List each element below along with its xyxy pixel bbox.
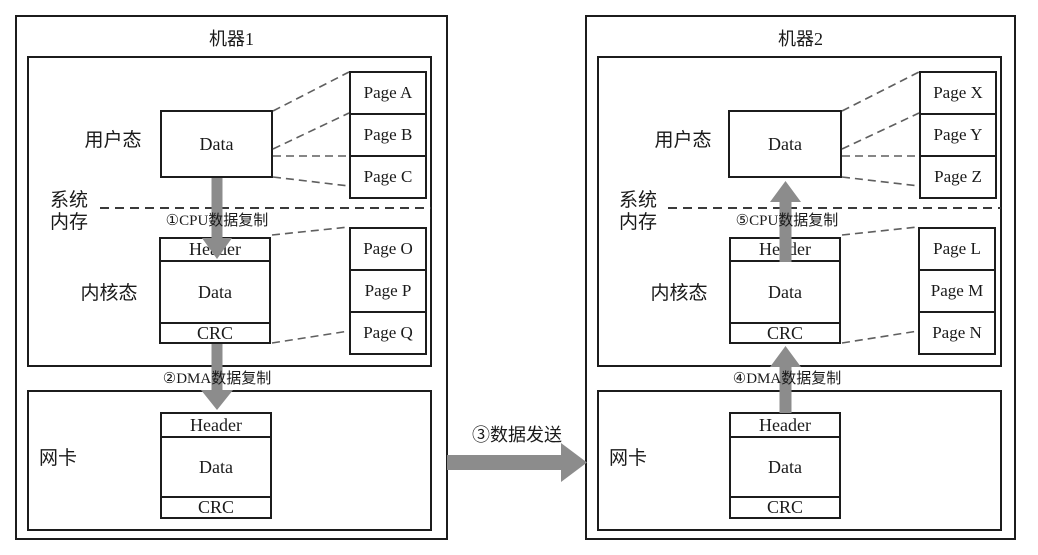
- kernel-header-cell: Header: [159, 237, 271, 262]
- data-send-label: ③数据发送: [472, 425, 562, 445]
- machine2-nic-label: 网卡: [608, 448, 647, 469]
- machine2-dma-copy-label: ④DMA数据复制: [732, 371, 842, 387]
- machine1-panel: [15, 15, 448, 540]
- page-cell: Page Q: [349, 311, 427, 355]
- page-cell: Page L: [918, 227, 996, 271]
- nic-header-cell: Header: [729, 412, 841, 438]
- machine1-kernel-stack: Header Data CRC: [159, 237, 271, 344]
- nic-crc-cell: CRC: [729, 496, 841, 519]
- nic-header-cell: Header: [160, 412, 272, 438]
- kernel-data-cell: Data: [159, 260, 271, 324]
- page-cell: Page P: [349, 269, 427, 313]
- machine1-cpu-copy-label: ①CPU数据复制: [165, 213, 269, 229]
- machine1-user-mode-label: 用户态: [84, 130, 142, 151]
- kernel-data-cell: Data: [729, 260, 841, 324]
- machine2-user-mode-label: 用户态: [654, 130, 712, 151]
- page-cell: Page C: [349, 155, 427, 199]
- machine2-kernel-stack: Header Data CRC: [729, 237, 841, 344]
- page-cell: Page Z: [919, 155, 997, 199]
- nic-crc-cell: CRC: [160, 496, 272, 519]
- page-cell: Page N: [918, 311, 996, 355]
- machine2-nic-stack: Header Data CRC: [729, 412, 841, 519]
- machine2-user-pages: Page X Page Y Page Z: [919, 71, 997, 199]
- machine1-title: 机器1: [209, 29, 254, 49]
- machine1-memory-label-line2: 内存: [49, 212, 88, 233]
- machine1-memory-label: 系统 内存: [46, 190, 92, 234]
- machine1-kernel-pages: Page O Page P Page Q: [349, 227, 427, 355]
- page-cell: Page A: [349, 71, 427, 115]
- machine2-user-data-box: Data: [728, 110, 842, 178]
- nic-data-cell: Data: [729, 436, 841, 498]
- machine1-memory-label-line1: 系统: [49, 190, 88, 211]
- machine2-kernel-pages: Page L Page M Page N: [918, 227, 996, 355]
- machine1-nic-label: 网卡: [38, 448, 77, 469]
- machine2-cpu-copy-label: ⑤CPU数据复制: [735, 213, 839, 229]
- machine1-user-data-box: Data: [160, 110, 273, 178]
- machine1-nic-stack: Header Data CRC: [160, 412, 272, 519]
- kernel-crc-cell: CRC: [729, 322, 841, 344]
- nic-data-cell: Data: [160, 436, 272, 498]
- machine1-user-pages: Page A Page B Page C: [349, 71, 427, 199]
- page-cell: Page X: [919, 71, 997, 115]
- machine1-kernel-mode-label: 内核态: [80, 283, 138, 304]
- machine2-memory-label-line2: 内存: [618, 212, 657, 233]
- page-cell: Page Y: [919, 113, 997, 157]
- machine2-memory-label: 系统 内存: [615, 190, 661, 234]
- machine2-panel: [585, 15, 1016, 540]
- machine2-kernel-mode-label: 内核态: [650, 283, 708, 304]
- page-cell: Page M: [918, 269, 996, 313]
- kernel-header-cell: Header: [729, 237, 841, 262]
- kernel-crc-cell: CRC: [159, 322, 271, 344]
- machine1-dma-copy-label: ②DMA数据复制: [162, 371, 272, 387]
- machine2-title: 机器2: [778, 29, 823, 49]
- page-cell: Page O: [349, 227, 427, 271]
- page-cell: Page B: [349, 113, 427, 157]
- machine2-memory-label-line1: 系统: [618, 190, 657, 211]
- data-send-arrow: [447, 443, 587, 482]
